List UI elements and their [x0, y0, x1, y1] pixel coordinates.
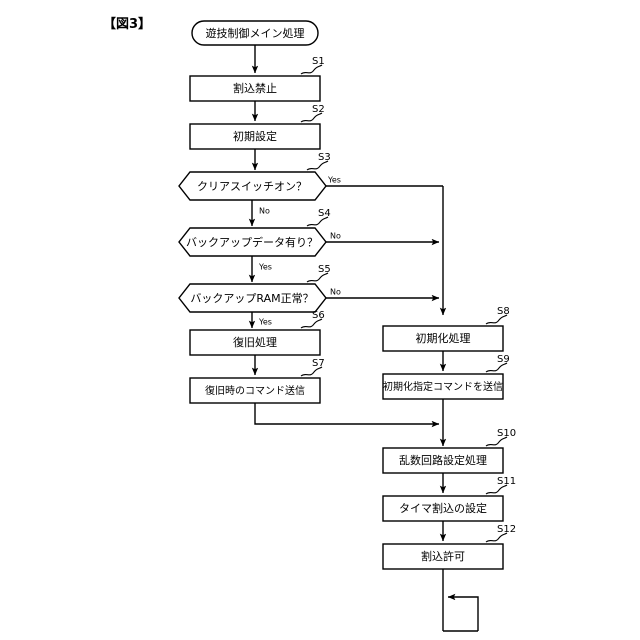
node-s10[interactable]: 乱数回路設定処理	[382, 447, 504, 474]
step-label-s6: S6	[312, 310, 325, 321]
branch-label-s4-no: No	[330, 232, 341, 241]
branch-label-s3-no: No	[259, 207, 270, 216]
leader-s9	[485, 362, 508, 373]
figure-number-label: 【図3】	[103, 17, 152, 32]
step-label-s10: S10	[497, 428, 516, 439]
branch-label-s5-yes: Yes	[258, 318, 272, 327]
node-start-label: 遊技制御メイン処理	[206, 26, 305, 40]
node-s5[interactable]: バックアップRAM正常？	[178, 283, 327, 313]
step-label-s1: S1	[312, 56, 325, 67]
leader-s7	[300, 366, 323, 377]
leader-s1	[300, 64, 323, 75]
branch-label-s3-yes: Yes	[327, 176, 341, 185]
leader-s8	[485, 314, 508, 325]
node-s12[interactable]: 割込許可	[382, 543, 504, 570]
edge-s7-s10	[254, 403, 440, 428]
node-s11-label: タイマ割込の設定	[399, 501, 487, 515]
leader-s11	[485, 484, 508, 495]
node-s4-label: バックアップデータ有り？	[186, 235, 318, 249]
step-label-s4: S4	[318, 208, 331, 219]
node-s11[interactable]: タイマ割込の設定	[382, 495, 504, 522]
node-s8-label: 初期化処理	[416, 331, 471, 345]
node-s1-label: 割込禁止	[233, 81, 277, 95]
node-s5-label: バックアップRAM正常？	[190, 292, 313, 305]
step-label-s3: S3	[318, 152, 331, 163]
node-s6[interactable]: 復旧処理	[189, 329, 321, 356]
node-s7[interactable]: 復旧時のコマンド送信	[189, 377, 321, 404]
node-s9[interactable]: 初期化指定コマンドを送信	[382, 373, 504, 400]
node-s4[interactable]: バックアップデータ有り？	[178, 227, 327, 257]
branch-label-s5-no: No	[330, 288, 341, 297]
branch-label-s4-yes: Yes	[258, 263, 272, 272]
node-s2-label: 初期設定	[233, 129, 277, 143]
leader-s4	[306, 216, 329, 227]
node-s9-label: 初期化指定コマンドを送信	[383, 380, 503, 393]
step-label-s5: S5	[318, 264, 331, 275]
node-s3[interactable]: クリアスイッチオン？	[178, 171, 327, 201]
step-label-s9: S9	[497, 354, 510, 365]
leader-s2	[300, 112, 323, 123]
step-label-s11: S11	[497, 476, 516, 487]
node-s10-label: 乱数回路設定処理	[399, 453, 487, 467]
leader-s5	[306, 272, 329, 283]
step-label-s8: S8	[497, 306, 510, 317]
step-label-s2: S2	[312, 104, 325, 115]
node-s6-label: 復旧処理	[233, 336, 277, 349]
leader-s10	[485, 436, 508, 447]
loop-back-path	[447, 593, 479, 631]
node-start[interactable]: 遊技制御メイン処理	[191, 20, 319, 46]
leader-s6	[300, 318, 323, 329]
step-label-s12: S12	[497, 524, 516, 535]
leader-s12	[485, 532, 508, 543]
node-s3-label: クリアスイッチオン？	[197, 180, 307, 193]
step-label-s7: S7	[312, 358, 325, 369]
node-s8[interactable]: 初期化処理	[382, 325, 504, 352]
node-s12-label: 割込許可	[421, 549, 465, 563]
node-s2[interactable]: 初期設定	[189, 123, 321, 150]
node-s1[interactable]: 割込禁止	[189, 75, 321, 102]
node-s7-label: 復旧時のコマンド送信	[205, 384, 305, 397]
leader-s3	[306, 160, 329, 171]
